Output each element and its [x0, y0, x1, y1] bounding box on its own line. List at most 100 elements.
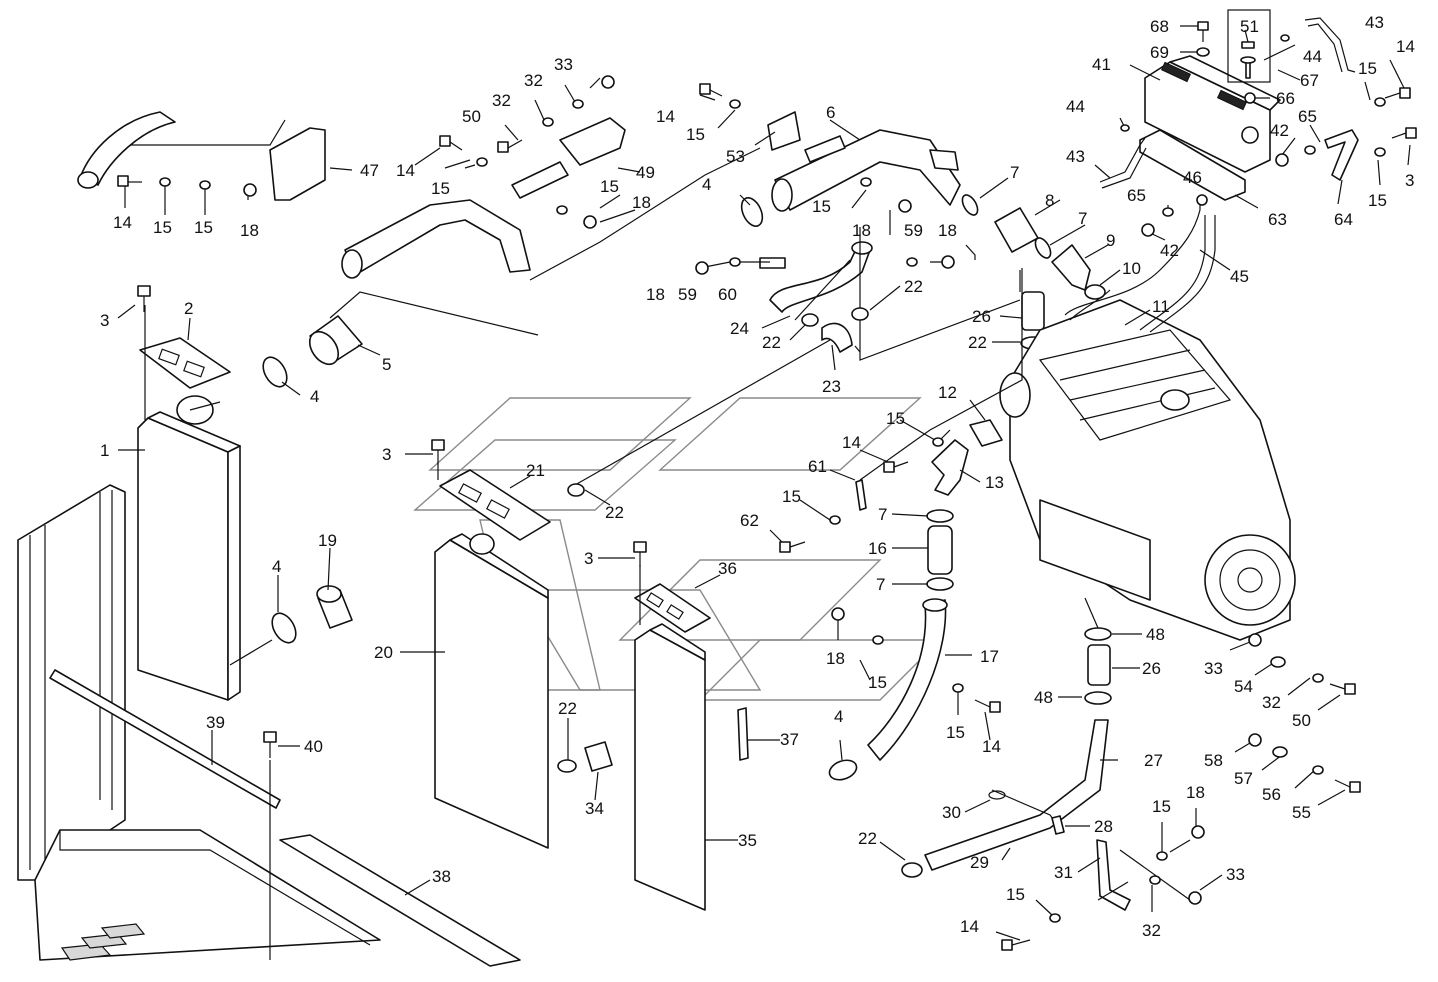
pipe-27 — [924, 719, 1109, 871]
callout-22: 22 — [904, 277, 923, 296]
callout-18g: 18 — [1186, 783, 1205, 802]
callout-56: 56 — [1262, 785, 1281, 804]
clamp-22e — [557, 759, 577, 773]
callout-5: 5 — [382, 355, 391, 374]
callout-22f: 22 — [858, 829, 877, 848]
callout-3: 3 — [1405, 171, 1414, 190]
callout-43b: 43 — [1066, 147, 1085, 166]
callout-15h: 15 — [812, 197, 831, 216]
callout-37: 37 — [780, 730, 799, 749]
bracket-21 — [439, 469, 551, 541]
pipe-17 — [867, 598, 948, 761]
gasket-10 — [1084, 284, 1106, 300]
callout-32: 32 — [524, 71, 543, 90]
callout-15k: 15 — [868, 673, 887, 692]
callout-labels: 68 51 43 69 44 67 14 41 15 66 44 42 65 3… — [100, 13, 1415, 940]
callout-36: 36 — [718, 559, 737, 578]
callout-68: 68 — [1150, 17, 1169, 36]
clamp-4d — [828, 759, 858, 781]
tank-41 — [1144, 55, 1281, 173]
callout-58: 58 — [1204, 751, 1223, 770]
callout-32d: 32 — [1142, 921, 1161, 940]
hose-8 — [994, 207, 1039, 253]
pipe-43b — [1099, 137, 1147, 189]
callout-39: 39 — [206, 713, 225, 732]
callout-3b: 3 — [100, 311, 109, 330]
engine — [999, 215, 1296, 641]
callout-14d: 14 — [656, 107, 675, 126]
callout-13: 13 — [985, 473, 1004, 492]
callout-12: 12 — [938, 383, 957, 402]
callout-69: 69 — [1150, 43, 1169, 62]
callout-15m: 15 — [1152, 797, 1171, 816]
hose-26a — [1021, 291, 1045, 331]
callout-34: 34 — [585, 799, 604, 818]
callout-14: 14 — [1396, 37, 1415, 56]
hose-23 — [821, 322, 853, 353]
callout-65: 65 — [1298, 107, 1317, 126]
callout-64: 64 — [1334, 210, 1353, 229]
callout-33c: 33 — [1226, 865, 1245, 884]
callout-14f: 14 — [982, 737, 1001, 756]
callout-61: 61 — [808, 457, 827, 476]
callout-42: 42 — [1270, 121, 1289, 140]
callout-24: 24 — [730, 319, 749, 338]
callout-50: 50 — [462, 107, 481, 126]
callout-60: 60 — [718, 285, 737, 304]
callout-30: 30 — [942, 803, 961, 822]
callout-18d: 18 — [938, 221, 957, 240]
bar-39 — [49, 669, 281, 809]
callout-62: 62 — [740, 511, 759, 530]
callout-41: 41 — [1092, 55, 1111, 74]
ring-7b — [1034, 237, 1052, 259]
callout-15d: 15 — [600, 177, 619, 196]
callout-49: 49 — [636, 163, 655, 182]
callout-4c: 4 — [272, 557, 281, 576]
callout-26: 26 — [972, 307, 991, 326]
callout-29: 29 — [970, 853, 989, 872]
pipe-6 — [771, 129, 961, 212]
detail-box-51 — [1227, 9, 1271, 83]
strip-38 — [279, 834, 521, 967]
callout-8: 8 — [1045, 191, 1054, 210]
callout-66: 66 — [1276, 89, 1295, 108]
callout-7b: 7 — [1078, 209, 1087, 228]
callout-59: 59 — [904, 221, 923, 240]
callout-44b: 44 — [1066, 97, 1085, 116]
clamp-4a — [262, 356, 288, 388]
callout-3c: 3 — [382, 445, 391, 464]
callout-31: 31 — [1054, 863, 1073, 882]
callout-44: 44 — [1303, 47, 1322, 66]
callout-54: 54 — [1234, 677, 1253, 696]
callout-17: 17 — [980, 647, 999, 666]
callout-15n: 15 — [1006, 885, 1025, 904]
pipe-assembly-49 — [341, 117, 626, 279]
callout-15g: 15 — [686, 125, 705, 144]
callout-35: 35 — [738, 831, 757, 850]
callout-2: 2 — [184, 299, 193, 318]
callout-15j: 15 — [782, 487, 801, 506]
hose-34 — [584, 741, 613, 772]
elbow-13 — [931, 419, 1003, 496]
callout-26b: 26 — [1142, 659, 1161, 678]
callout-14b: 14 — [396, 161, 415, 180]
bracket-36 — [634, 583, 711, 633]
callout-40: 40 — [304, 737, 323, 756]
seal-37 — [737, 707, 749, 761]
callout-18: 18 — [632, 193, 651, 212]
callout-23: 23 — [822, 377, 841, 396]
callout-67: 67 — [1300, 71, 1319, 90]
callout-32c: 32 — [1262, 693, 1281, 712]
pipe-assembly-47 — [77, 111, 326, 201]
callout-15c: 15 — [431, 179, 450, 198]
ring-7c — [926, 509, 954, 523]
callout-33b: 33 — [1204, 659, 1223, 678]
callout-6: 6 — [826, 103, 835, 122]
hose-19 — [316, 585, 353, 629]
callout-28: 28 — [1094, 817, 1113, 836]
clamp-4b — [271, 612, 297, 644]
hardware — [117, 21, 1417, 951]
callout-22c: 22 — [762, 333, 781, 352]
callout-9: 9 — [1106, 231, 1115, 250]
callout-1: 1 — [100, 441, 109, 460]
